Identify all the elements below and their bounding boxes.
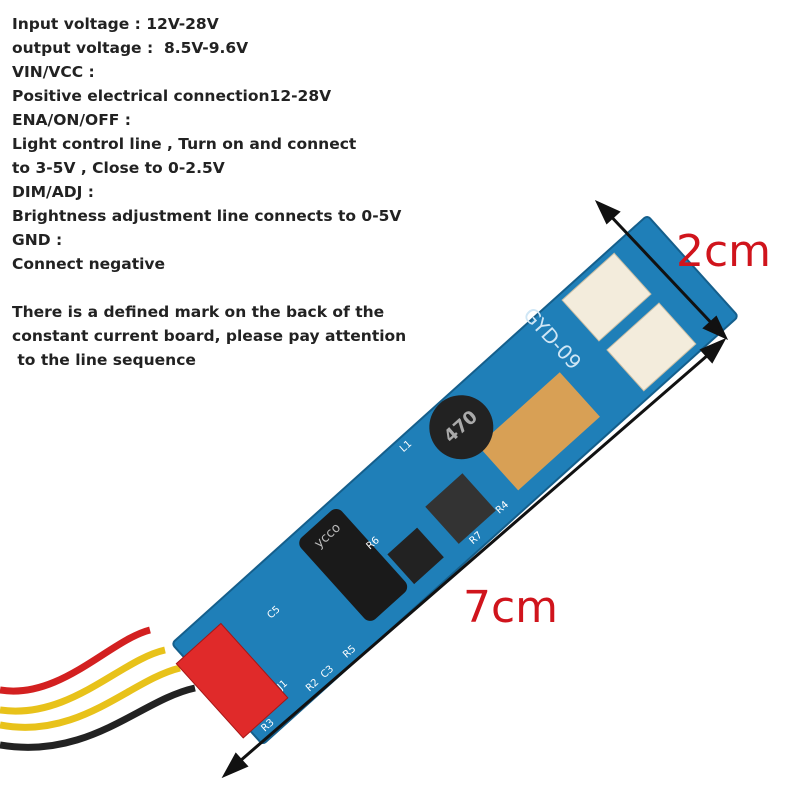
capacitor	[299, 508, 408, 621]
spec-line: output voltage : 8.5V-9.6V	[12, 39, 249, 57]
spec-line: Brightness adjustment line connects to 0…	[12, 207, 402, 225]
output-connector-2	[606, 302, 697, 392]
spec-line: to the line sequence	[12, 351, 196, 369]
ic-chip	[387, 527, 444, 585]
spec-line: to 3-5V , Close to 0-2.5V	[12, 159, 225, 177]
width-arrow	[603, 208, 720, 332]
copper-pad	[478, 372, 600, 491]
output-connector-1	[561, 252, 652, 342]
dimension-arrows	[221, 199, 729, 779]
spec-line: Positive electrical connection12-28V	[12, 87, 332, 105]
spec-line: DIM/ADJ :	[12, 183, 94, 201]
mosfet	[425, 473, 496, 544]
spec-line: VIN/VCC :	[12, 63, 95, 81]
length-arrow	[231, 346, 717, 770]
spec-line: constant current board, please pay atten…	[12, 327, 407, 345]
length-label: 7cm	[463, 582, 559, 633]
spec-line: Input voltage : 12V-28V	[12, 15, 219, 33]
wires	[0, 626, 196, 751]
spec-line: ENA/ON/OFF :	[12, 111, 131, 129]
inductor	[429, 395, 494, 460]
spec-text: Input voltage : 12V-28V output voltage : …	[12, 12, 406, 372]
spec-line: There is a defined mark on the back of t…	[12, 303, 385, 321]
input-connector	[175, 622, 289, 739]
spec-line: Connect negative	[12, 255, 166, 273]
spec-line: Light control line , Turn on and connect	[12, 135, 357, 153]
spec-line: GND :	[12, 231, 63, 249]
width-label: 2cm	[676, 226, 772, 277]
